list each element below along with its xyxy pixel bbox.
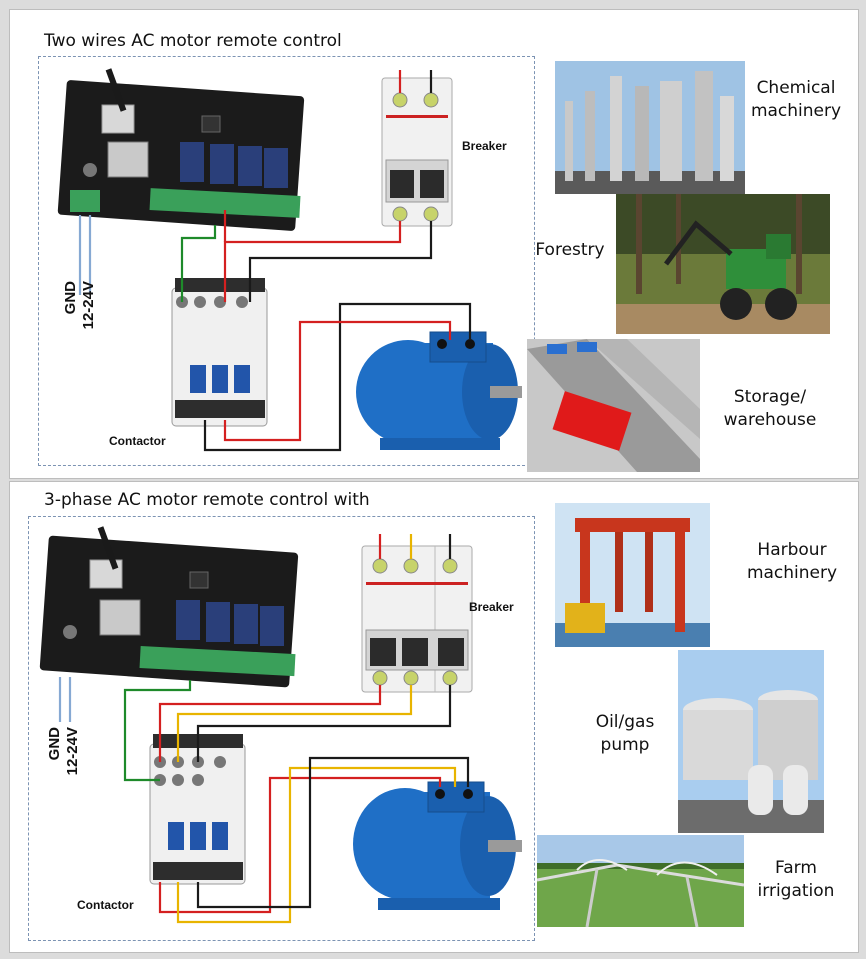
caption-line: irrigation (757, 881, 835, 901)
gnd-label: GND (46, 727, 63, 761)
diagram-frame (28, 516, 535, 941)
panel-title: Two wires AC motor remote control (44, 31, 342, 51)
caption-oil-gas: Oil/gas pump (580, 711, 670, 757)
forestry-machine-photo (616, 194, 830, 334)
caption-line: Harbour (757, 540, 827, 560)
breaker-label: Breaker (469, 600, 514, 614)
voltage-label: 12-24V (64, 727, 81, 776)
caption-line: Oil/gas (595, 712, 655, 732)
breaker-2 (361, 545, 473, 693)
contactor-label: Contactor (77, 898, 134, 912)
caption-storage: Storage/ warehouse (710, 386, 830, 432)
caption-line: Storage/ (733, 387, 807, 407)
voltage-label: 12-24V (80, 281, 97, 330)
panel-two-wire: Two wires AC motor remote control (9, 9, 859, 479)
motor-2 (353, 781, 522, 910)
motor-1 (356, 331, 522, 450)
chemical-plant-photo (555, 61, 745, 194)
contactor-label: Contactor (109, 434, 166, 448)
oil-gas-plant-photo (678, 650, 824, 833)
caption-forestry: Forestry (527, 239, 613, 262)
wiring-diagram (57, 68, 522, 452)
caption-line: Farm (775, 858, 817, 878)
caption-line: Chemical (756, 78, 836, 98)
caption-line: warehouse (723, 410, 817, 430)
controller-board (57, 68, 305, 231)
caption-line: machinery (746, 563, 838, 583)
contactor-2 (149, 734, 246, 885)
caption-farm: Farm irrigation (744, 857, 848, 903)
caption-line: Forestry (535, 240, 605, 260)
gnd-label: GND (62, 281, 79, 315)
diagram-frame (38, 56, 535, 466)
caption-line: machinery (750, 101, 842, 121)
breaker-label: Breaker (462, 139, 507, 153)
warehouse-conveyor-photo (527, 339, 700, 472)
wiring-diagram (39, 526, 522, 924)
caption-harbour: Harbour machinery (727, 539, 857, 585)
caption-chemical: Chemical machinery (744, 77, 848, 123)
panel-title: 3-phase AC motor remote control with (44, 490, 370, 510)
farm-irrigation-photo (537, 835, 744, 927)
controller-board (39, 526, 299, 688)
harbour-crane-photo (555, 503, 710, 647)
caption-line: pump (600, 735, 650, 755)
breaker-1 (381, 77, 453, 227)
panel-three-phase: 3-phase AC motor remote control with (9, 481, 859, 953)
contactor-1 (171, 278, 268, 427)
